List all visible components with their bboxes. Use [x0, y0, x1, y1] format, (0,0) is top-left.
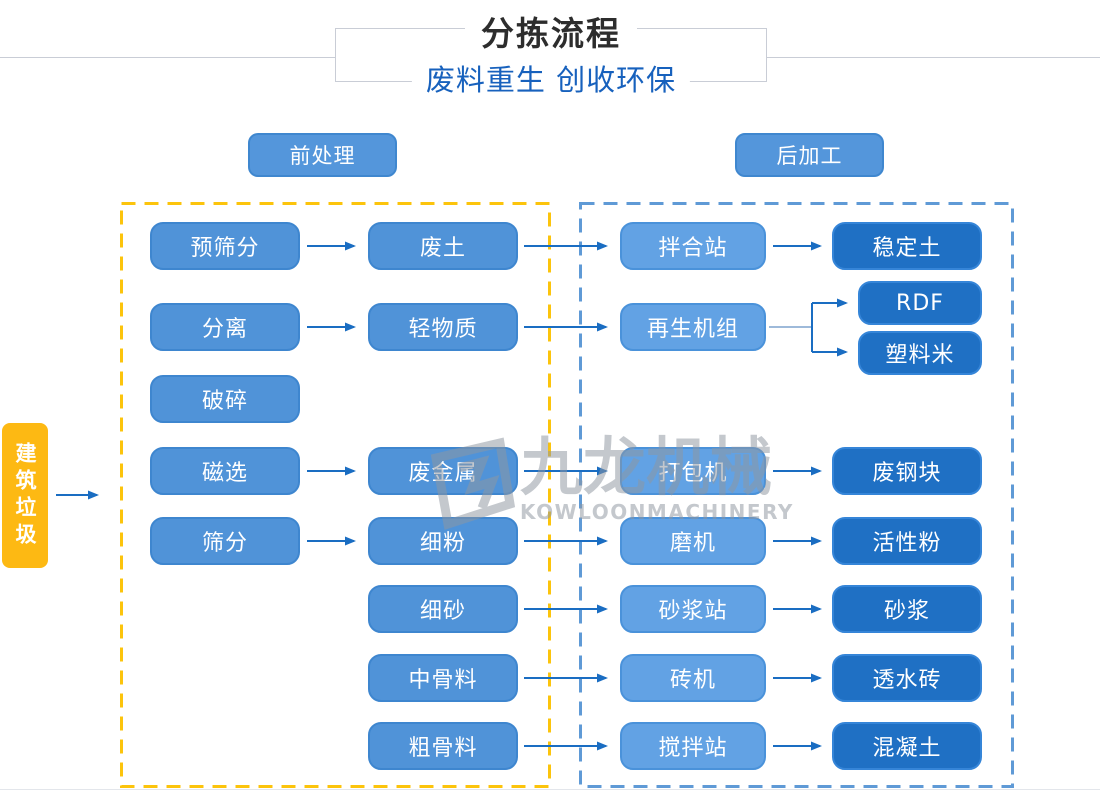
flow-box-label: 筛分: [201, 531, 248, 556]
flow-box-baler: 打包机: [620, 447, 766, 495]
flow-box-label: 塑料米: [885, 343, 955, 368]
flow-box-label: RDF: [896, 290, 944, 316]
flow-box-permeable-brick: 透水砖: [832, 654, 982, 702]
flow-box-label: 分离: [201, 317, 248, 342]
flow-box-label: 混凝土: [872, 736, 942, 761]
flow-box-label: 稳定土: [872, 236, 942, 261]
flow-box-stabilized-soil: 稳定土: [832, 222, 982, 270]
flow-box-label: 细砂: [419, 599, 466, 624]
flow-box-label: 透水砖: [872, 668, 942, 693]
flow-box-label: 粗骨料: [408, 736, 478, 761]
flow-box-magnetic-separation: 磁选: [150, 447, 300, 495]
flow-box-label: 再生机组: [646, 317, 739, 342]
flow-box-label: 砂浆: [883, 599, 930, 624]
flow-box-active-powder: 活性粉: [832, 517, 982, 565]
flow-box-separation: 分离: [150, 303, 300, 351]
flow-box-screening: 筛分: [150, 517, 300, 565]
footer-divider-line: [0, 789, 1100, 790]
flow-box-label: 废金属: [408, 461, 478, 486]
flow-box-label: 砂浆站: [658, 599, 728, 624]
flow-box-label: 打包机: [658, 461, 728, 486]
flow-box-label: 活性粉: [872, 531, 942, 556]
flow-box-concrete: 混凝土: [832, 722, 982, 770]
flow-box-label: 搅拌站: [658, 736, 728, 761]
flow-box-label: 磨机: [669, 531, 716, 556]
title-frame: 分拣流程 废料重生 创收环保: [335, 15, 767, 97]
flow-box-label: 轻物质: [408, 317, 478, 342]
flow-box-fine-powder: 细粉: [368, 517, 518, 565]
zone-header-post-processing: 后加工: [735, 133, 884, 177]
flow-box-label: 中骨料: [408, 668, 478, 693]
flow-box-brick-machine: 砖机: [620, 654, 766, 702]
flow-box-pre-screening: 预筛分: [150, 222, 300, 270]
flow-box-fine-sand: 细砂: [368, 585, 518, 633]
source-node-construction-waste: 建筑垃圾: [2, 423, 48, 568]
flow-box-label: 破碎: [201, 389, 248, 414]
flow-box-waste-soil: 废土: [368, 222, 518, 270]
flow-box-stirring-station: 搅拌站: [620, 722, 766, 770]
flow-box-label: 废土: [419, 236, 466, 261]
flow-box-crushing: 破碎: [150, 375, 300, 423]
flow-box-plastic-pellets: 塑料米: [858, 331, 982, 375]
flow-box-mortar-station: 砂浆站: [620, 585, 766, 633]
page-title: 分拣流程: [465, 15, 637, 53]
arrows-col3-to-col4: [773, 241, 822, 751]
zone-header-pre-processing: 前处理: [248, 133, 397, 177]
flow-box-coarse-aggregate: 粗骨料: [368, 722, 518, 770]
flow-box-medium-aggregate: 中骨料: [368, 654, 518, 702]
flow-box-mill: 磨机: [620, 517, 766, 565]
flow-box-mixing-station: 拌合站: [620, 222, 766, 270]
post-processing-zone-border: [579, 202, 1014, 788]
flow-box-rdf: RDF: [858, 281, 982, 325]
flow-box-label: 废钢块: [872, 461, 942, 486]
flow-box-scrap-metal: 废金属: [368, 447, 518, 495]
flow-box-label: 砖机: [669, 668, 716, 693]
flow-box-regeneration-unit: 再生机组: [620, 303, 766, 351]
flow-box-label: 预筛分: [190, 236, 260, 261]
flow-box-mortar: 砂浆: [832, 585, 982, 633]
flow-box-label: 细粉: [419, 531, 466, 556]
arrows-col1-to-col2: [307, 241, 356, 546]
page-subtitle: 废料重生 创收环保: [411, 64, 691, 97]
flow-box-light-material: 轻物质: [368, 303, 518, 351]
flow-box-scrap-steel: 废钢块: [832, 447, 982, 495]
flow-box-label: 磁选: [201, 461, 248, 486]
pre-processing-zone-border: [120, 202, 551, 788]
flow-box-label: 拌合站: [658, 236, 728, 261]
branch-regeneration-unit: [769, 298, 848, 357]
arrows-col2-to-col3: [524, 241, 608, 751]
